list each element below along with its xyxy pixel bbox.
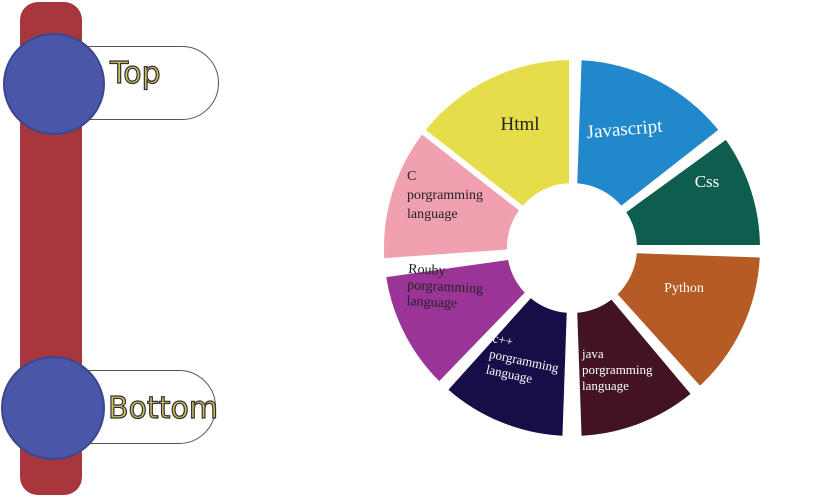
- segment-label-line: language: [407, 207, 458, 222]
- segment-label-line: Html: [500, 114, 539, 135]
- segment-html: [425, 60, 570, 206]
- segment-css: [626, 139, 760, 246]
- segment-label-ruby: Roubyporgramminglanguage: [406, 262, 484, 313]
- segment-label-line: porgramming: [407, 278, 484, 297]
- segment-label-line: language: [582, 378, 629, 393]
- segment-ruby: [386, 260, 525, 382]
- bottom-node-label: Bottom: [107, 390, 219, 426]
- segment-cpp: [448, 298, 567, 436]
- segment-label-line: porgramming: [407, 188, 483, 203]
- segment-label-line: Css: [695, 172, 720, 191]
- segment-label-line: c++: [491, 330, 514, 349]
- top-node-label: Top: [109, 55, 161, 91]
- segment-python: [617, 253, 760, 386]
- segment-label-line: language: [406, 294, 457, 312]
- segment-label-line: java: [581, 346, 604, 361]
- segment-c: [384, 134, 519, 259]
- segment-label-line: porgramming: [582, 362, 653, 377]
- segment-label-html: Html: [500, 114, 539, 135]
- segment-label-python: Python: [664, 281, 704, 296]
- top-node-circle: [3, 33, 105, 135]
- segment-java: [577, 299, 691, 436]
- segment-label-line: Rouby: [408, 262, 446, 279]
- segment-label-line: C: [407, 169, 416, 184]
- segment-javascript: [577, 60, 719, 206]
- segment-label-css: Css: [695, 172, 720, 191]
- bottom-node-circle: [1, 356, 105, 460]
- segment-label-line: Python: [664, 281, 704, 296]
